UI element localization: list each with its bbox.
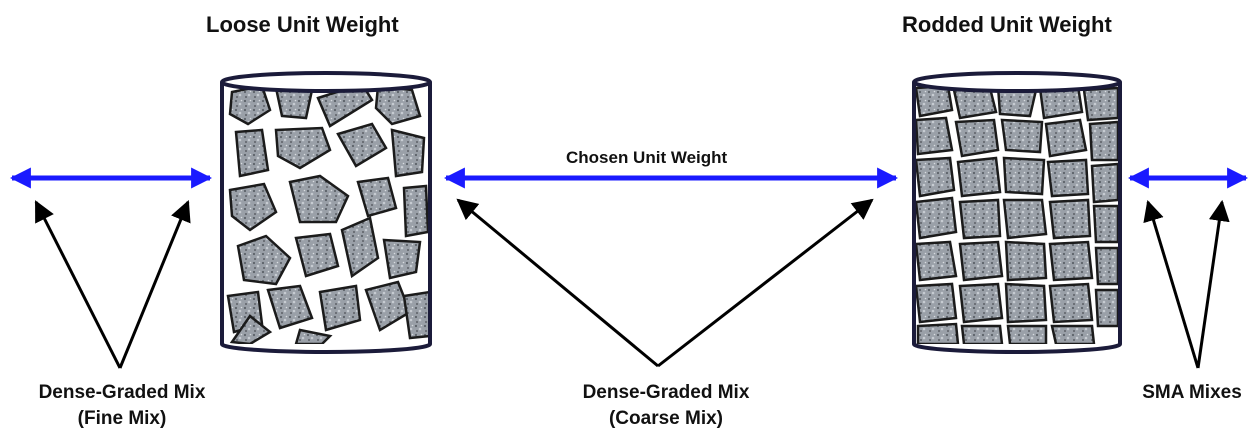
chosen-unit-weight-label: Chosen Unit Weight <box>566 148 728 167</box>
fine-mix-label-line2: (Fine Mix) <box>77 407 167 429</box>
rodded-cylinder <box>912 71 1122 354</box>
coarse-mix-pointer-arrows <box>456 198 874 368</box>
rodded-unit-weight-title: Rodded Unit Weight <box>902 12 1112 37</box>
coarse-mix-label-line1: Dense-Graded Mix <box>582 382 750 403</box>
loose-cylinder <box>220 71 432 354</box>
fine-mix-label-line1: Dense-Graded Mix <box>38 382 206 403</box>
sma-pointer-arrows <box>1143 199 1230 369</box>
loose-unit-weight-title: Loose Unit Weight <box>206 12 399 37</box>
fine-mix-label: Dense-Graded Mix (Fine Mix) <box>14 380 230 431</box>
coarse-mix-label: Dense-Graded Mix (Coarse Mix) <box>558 380 774 431</box>
fine-mix-pointer-arrows <box>34 200 191 369</box>
sma-mixes-label: SMA Mixes <box>1142 382 1242 403</box>
coarse-mix-label-line2: (Coarse Mix) <box>608 407 724 429</box>
